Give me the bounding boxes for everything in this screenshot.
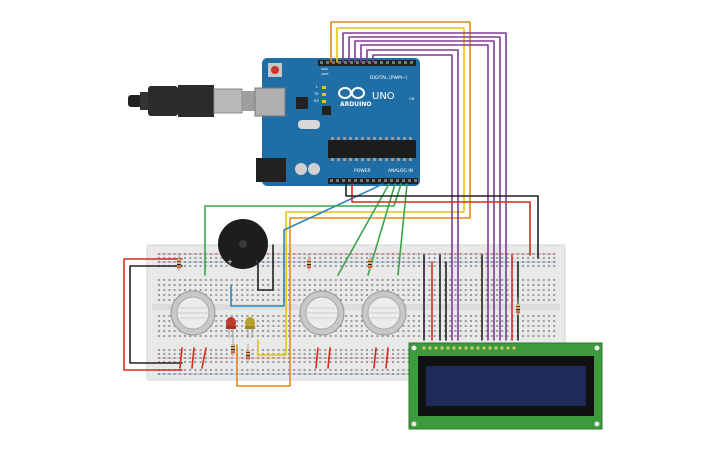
svg-text:+: + — [227, 258, 233, 266]
wire-blue-a0 — [230, 183, 384, 307]
arduino-logo-icon — [338, 87, 365, 99]
wire-red-left-rail — [123, 258, 183, 371]
gas-sensor-3 — [361, 290, 407, 336]
wire-red-5v — [351, 183, 531, 256]
resistors — [177, 253, 520, 362]
wire-purple-4 — [360, 44, 489, 341]
wires — [123, 21, 539, 387]
gas-sensor-1 — [170, 290, 216, 336]
wire-black-buzzer — [257, 244, 274, 291]
power-jack — [256, 158, 286, 182]
tx-label: TX — [313, 92, 319, 96]
wire-green-a2 — [367, 183, 396, 276]
wire-purple-5 — [366, 49, 459, 341]
wire-purple-3 — [354, 40, 495, 341]
gas-sensor-2 — [299, 290, 345, 336]
wire-black-gnd — [345, 183, 539, 259]
lcd-screen — [426, 366, 586, 406]
power-label: POWER — [354, 168, 371, 174]
rx-label: RX — [314, 99, 319, 103]
wire-orange-top — [236, 21, 471, 387]
breadboard — [146, 244, 566, 381]
led-red — [226, 317, 236, 338]
on-label: ON — [409, 97, 415, 101]
wire-green-left — [204, 183, 402, 276]
digital-label: DIGITAL (PWM~) — [370, 75, 408, 81]
wire-green-a3 — [397, 183, 408, 276]
atmega-chip — [328, 140, 416, 158]
lcd-16x2 — [408, 342, 603, 430]
wire-black-left-rail — [129, 265, 183, 364]
analog-label: ANALOG IN — [388, 168, 413, 174]
led-yellow — [245, 317, 255, 338]
wire-yellow-top — [257, 27, 465, 356]
arduino-uno-board: ARDUINO UNO DIGITAL (PWM~) POWER ANALOG … — [254, 58, 420, 186]
wire-purple-6 — [372, 54, 453, 341]
piezo-buzzer: + - — [218, 219, 268, 269]
gnd-label: GND — [321, 67, 329, 71]
usb-cable — [128, 85, 264, 117]
wire-purple-2 — [348, 36, 501, 341]
arduino-logo-text: ARDUINO — [340, 101, 371, 108]
usb-jack — [254, 87, 286, 117]
wire-green-a1 — [337, 183, 390, 276]
wire-purple-1 — [342, 32, 507, 341]
l-label: L — [316, 85, 318, 89]
board-model: UNO — [372, 91, 395, 102]
aref-label: AREF — [321, 72, 329, 76]
